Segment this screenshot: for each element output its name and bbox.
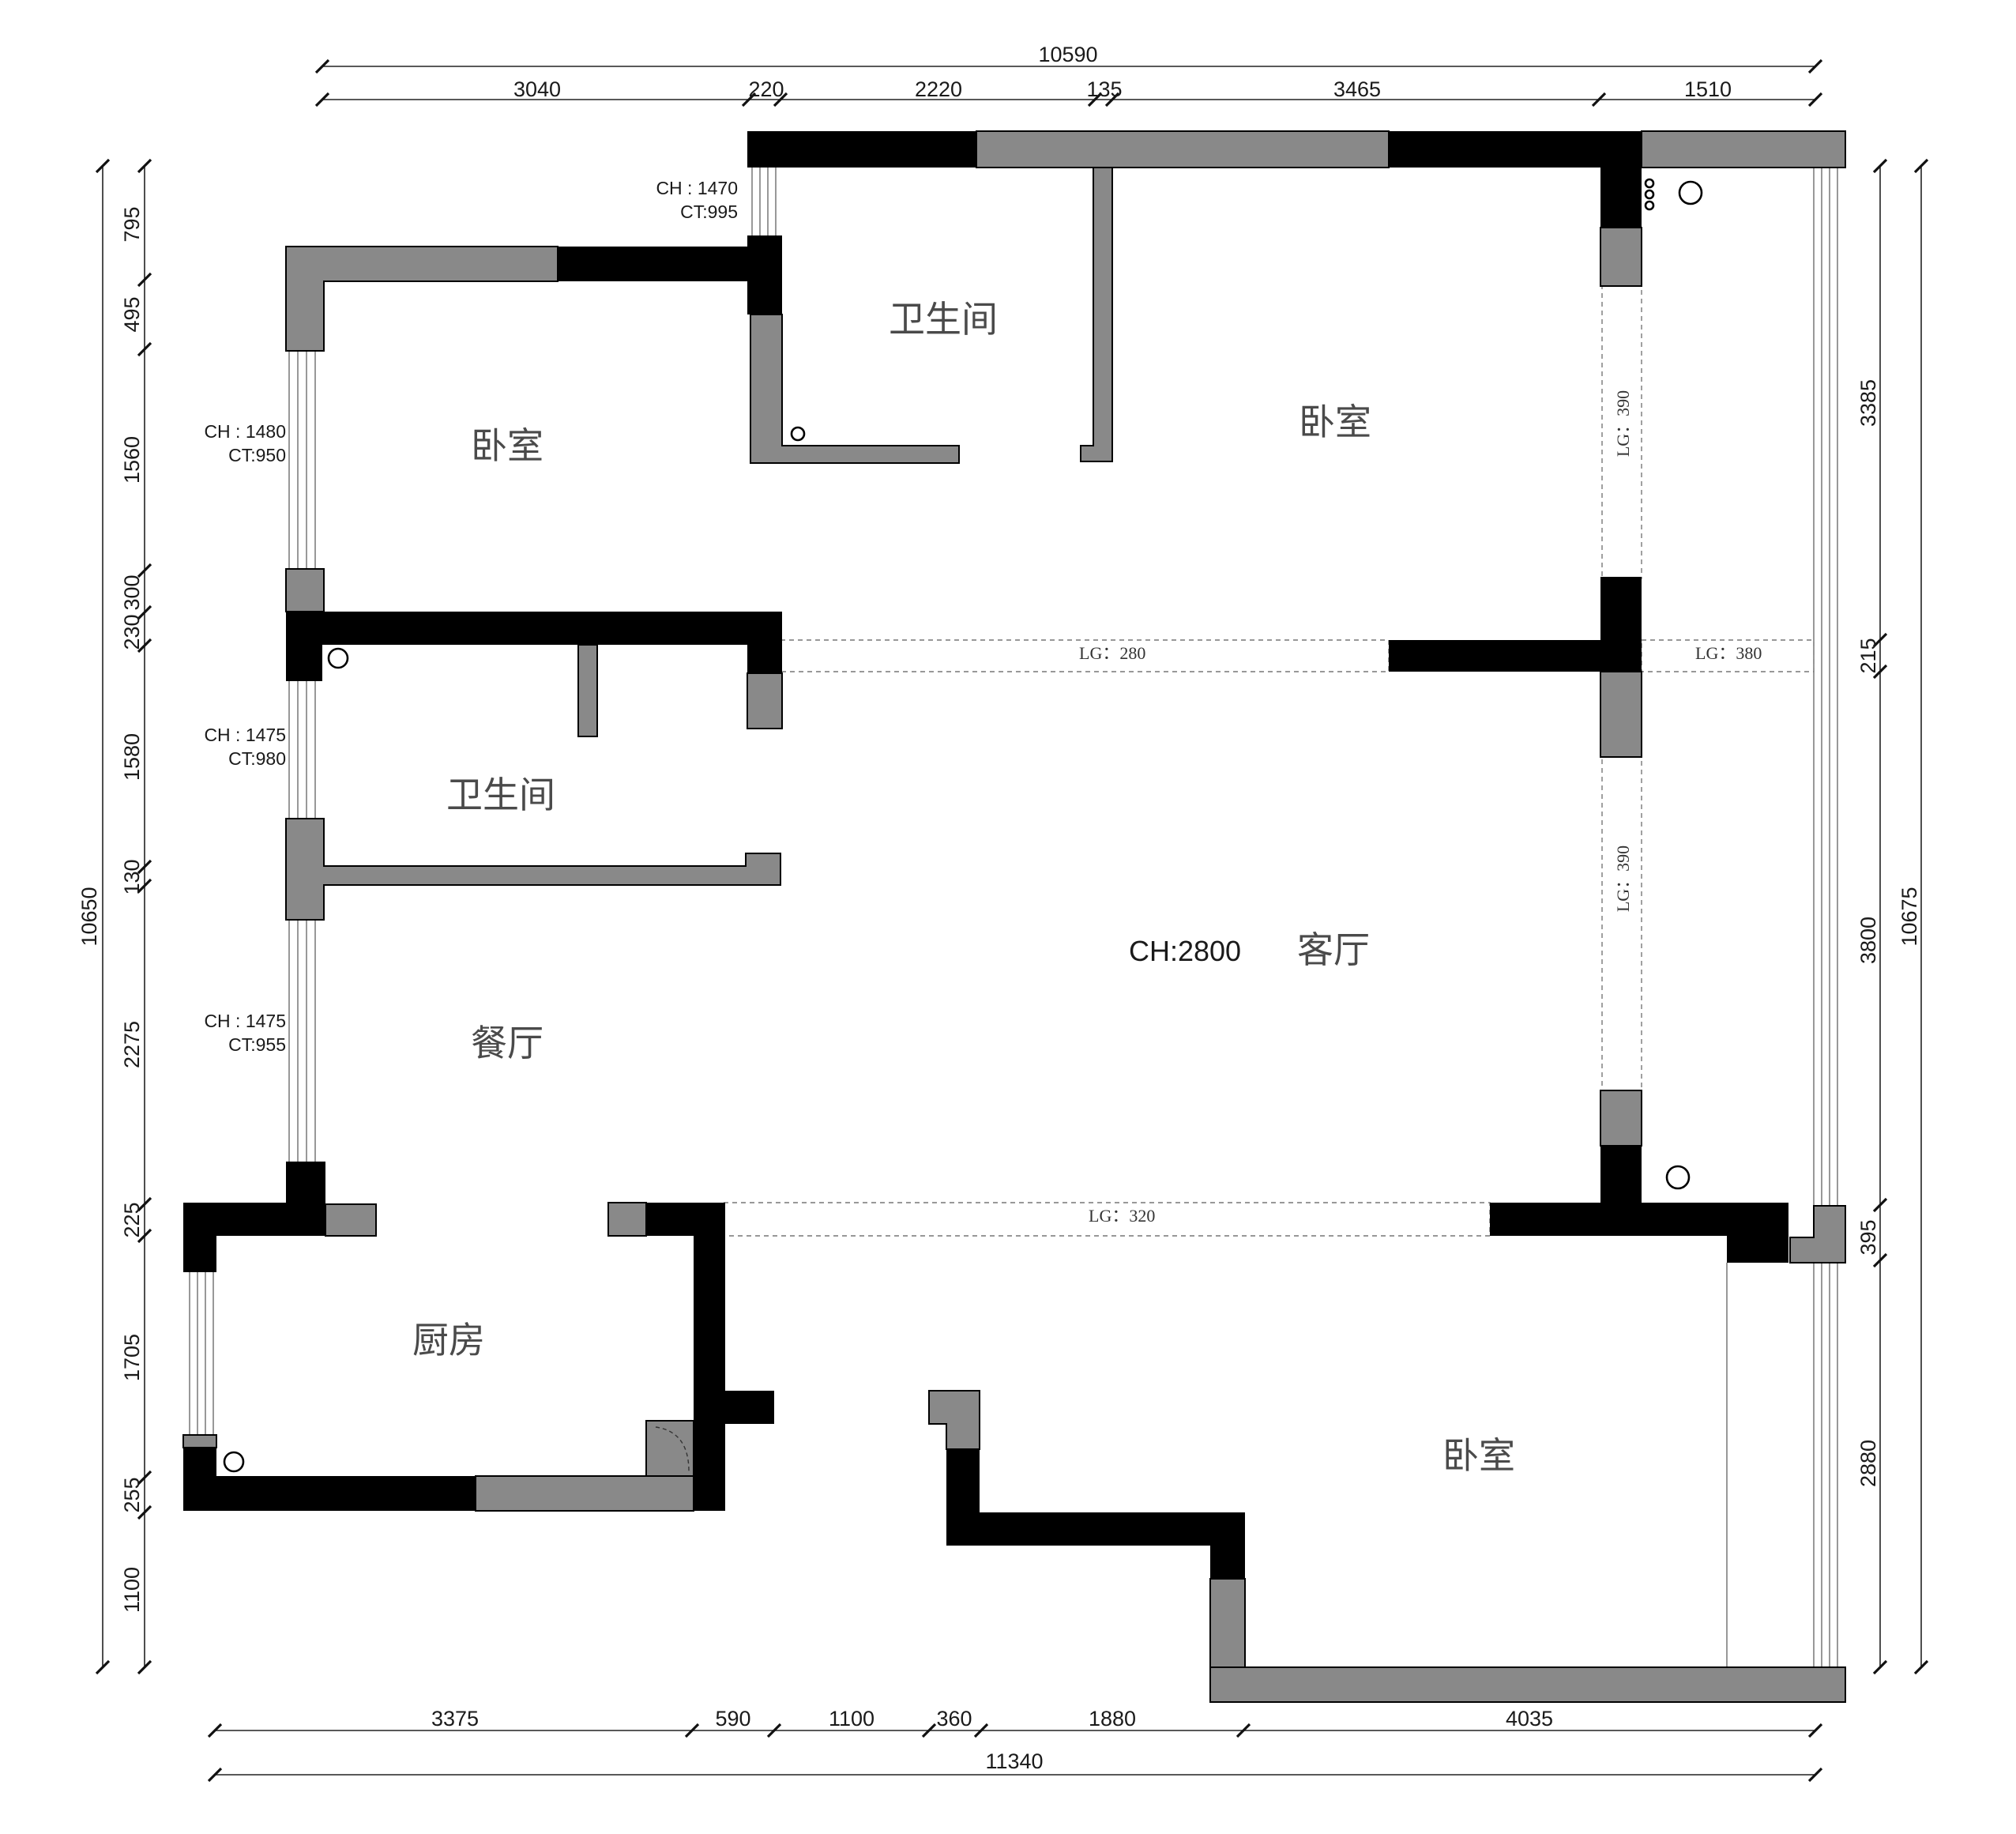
room-label-dining-room: 餐厅 bbox=[471, 1022, 543, 1064]
dim-left: 2275 bbox=[120, 1021, 144, 1068]
dim-right-total: 10675 bbox=[1898, 887, 1921, 946]
dim-left-total: 10650 bbox=[77, 887, 101, 946]
beam-label: LG：380 bbox=[1695, 643, 1762, 663]
dimension-lines bbox=[95, 58, 1929, 1783]
dim-top: 3040 bbox=[513, 77, 561, 101]
dim-left: 300 bbox=[120, 574, 144, 610]
door-swing-icon bbox=[655, 1426, 690, 1472]
dim-bottom: 1100 bbox=[829, 1707, 874, 1730]
dim-left: 1560 bbox=[120, 436, 144, 484]
pipe-icon bbox=[1678, 180, 1703, 205]
windows bbox=[189, 166, 1838, 1667]
room-label-bedroom-top-left: 卧室 bbox=[471, 424, 543, 467]
dim-top: 2220 bbox=[915, 77, 962, 101]
pipe-icon bbox=[1644, 178, 1655, 189]
dim-top: 1510 bbox=[1684, 77, 1732, 101]
pipe-icon bbox=[327, 647, 349, 669]
beam-label: LG：320 bbox=[1089, 1206, 1155, 1226]
window-ct-label: CT:995 bbox=[680, 201, 738, 222]
dim-top: 135 bbox=[1086, 77, 1122, 101]
dim-top: 3465 bbox=[1333, 77, 1381, 101]
beam-label: LG：390 bbox=[1613, 845, 1633, 912]
beam-labels: LG：280 LG：380 LG：320 LG：390 LG：390 bbox=[1079, 390, 1762, 1226]
room-label-bathroom-top: 卫生间 bbox=[889, 298, 998, 341]
dimension-labels: 10590 3040 220 2220 135 3465 1510 3375 5… bbox=[77, 43, 1921, 1773]
pipe-icon bbox=[1644, 200, 1655, 211]
dim-bottom: 1880 bbox=[1089, 1707, 1136, 1730]
pipe-icon bbox=[223, 1451, 245, 1473]
window-ch-label: CH : 1470 bbox=[656, 178, 738, 198]
dim-left: 1580 bbox=[120, 733, 144, 781]
dim-top-total: 10590 bbox=[1038, 43, 1097, 66]
dim-right: 395 bbox=[1856, 1219, 1880, 1255]
pipe-icon bbox=[790, 426, 806, 442]
beam-label: LG：390 bbox=[1613, 390, 1633, 457]
window-ch-label: CH : 1475 bbox=[204, 1011, 286, 1031]
room-label-bedroom-bottom: 卧室 bbox=[1442, 1434, 1515, 1477]
dim-bottom: 4035 bbox=[1506, 1707, 1553, 1730]
pipe-icon bbox=[1644, 189, 1655, 200]
dim-right: 2880 bbox=[1856, 1440, 1880, 1487]
walls bbox=[182, 130, 1846, 1703]
window-ct-label: CT:955 bbox=[228, 1034, 286, 1055]
window-ch-label: CH : 1480 bbox=[204, 421, 286, 442]
dim-left: 495 bbox=[120, 296, 144, 332]
dim-left: 1705 bbox=[120, 1334, 144, 1381]
dim-top: 220 bbox=[748, 77, 784, 101]
ceiling-height-label: CH:2800 bbox=[1129, 935, 1241, 967]
dim-left: 795 bbox=[120, 206, 144, 242]
dim-right: 215 bbox=[1856, 638, 1880, 673]
window-ch-label: CH : 1475 bbox=[204, 725, 286, 745]
room-label-kitchen: 厨房 bbox=[412, 1319, 485, 1361]
room-labels: 卫生间 卧室 卧室 卫生间 客厅 餐厅 厨房 卧室 CH:2800 bbox=[412, 298, 1515, 1477]
dim-left: 230 bbox=[120, 614, 144, 650]
dim-left: 1100 bbox=[120, 1567, 144, 1613]
dim-bottom: 590 bbox=[715, 1707, 750, 1730]
room-label-bathroom-mid: 卫生间 bbox=[446, 774, 555, 816]
room-label-living-room: 客厅 bbox=[1297, 928, 1370, 971]
dim-bottom: 360 bbox=[936, 1707, 972, 1730]
dim-right: 3800 bbox=[1856, 917, 1880, 964]
pipe-icons bbox=[223, 178, 1703, 1473]
window-ct-label: CT:950 bbox=[228, 445, 286, 465]
window-ct-label: CT:980 bbox=[228, 748, 286, 769]
dim-bottom-total: 11340 bbox=[985, 1749, 1043, 1773]
dim-left: 255 bbox=[120, 1477, 144, 1512]
window-labels: CH : 1470 CT:995 CH : 1480 CT:950 CH : 1… bbox=[204, 178, 738, 1055]
dim-right: 3385 bbox=[1856, 379, 1880, 427]
dim-bottom: 3375 bbox=[431, 1707, 479, 1730]
beams bbox=[723, 285, 1815, 1237]
pipe-icon bbox=[1665, 1165, 1691, 1190]
dim-left: 225 bbox=[120, 1202, 144, 1237]
room-label-bedroom-top-right: 卧室 bbox=[1299, 401, 1371, 443]
dim-left: 130 bbox=[120, 859, 144, 894]
beam-label: LG：280 bbox=[1079, 643, 1145, 663]
